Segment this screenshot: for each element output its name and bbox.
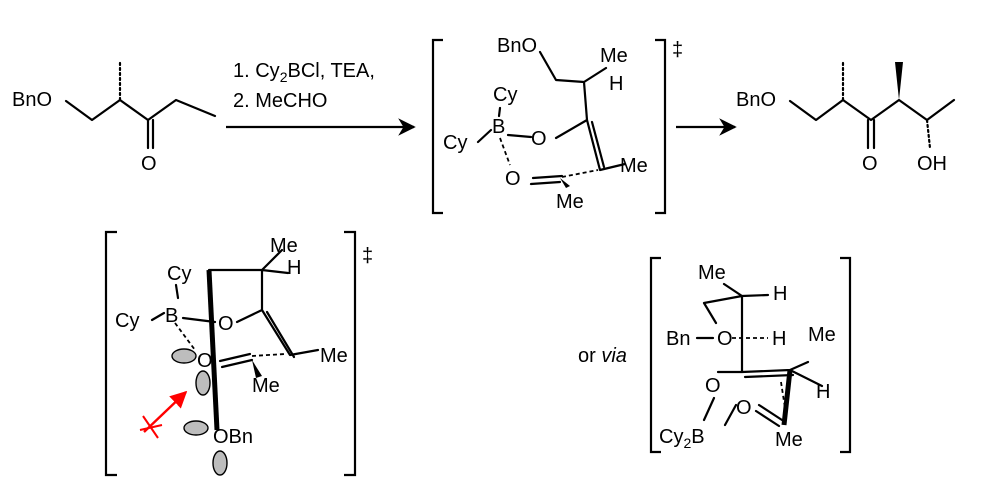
product-methyl-wedge bbox=[895, 62, 903, 100]
product-bno-label: BnO bbox=[736, 89, 776, 111]
ts-top-dagger: ‡ bbox=[672, 39, 683, 61]
ts-bl-me-below: Me bbox=[252, 375, 280, 397]
product-carbonyl-o: O bbox=[862, 153, 878, 175]
reactant-carbonyl-bond bbox=[146, 118, 155, 150]
ts-br-co-double bbox=[754, 403, 784, 428]
ts-bl-skeleton bbox=[150, 248, 320, 357]
ts-bl-front-bond bbox=[206, 269, 220, 431]
ts-bl-lone-pair-4 bbox=[212, 450, 228, 476]
ts-top-wedge bbox=[560, 178, 570, 188]
ts-bl-obn: OBn bbox=[213, 426, 253, 448]
ts-bl-me-right: Me bbox=[320, 345, 348, 367]
transition-state-bottom-right: or via Me H Bn O H Me O H O Cy2B Me bbox=[578, 256, 852, 454]
ts-br-h-right: H bbox=[816, 381, 830, 403]
product-skeleton bbox=[788, 98, 956, 122]
ts-top-me-bottom: Me bbox=[556, 191, 584, 213]
ts-top-boron: B bbox=[492, 116, 505, 138]
ts-bl-boron: B bbox=[165, 305, 178, 327]
ts-bl-dagger: ‡ bbox=[362, 245, 373, 267]
ts-bl-h: H bbox=[287, 257, 301, 279]
reactant-ketone: BnO O bbox=[12, 60, 217, 175]
ts-top-cy-left: Cy bbox=[443, 132, 467, 154]
ts-br-me-right: Me bbox=[808, 324, 836, 346]
ts-br-bn: Bn bbox=[666, 328, 690, 350]
ts-top-me-upper: Me bbox=[600, 45, 628, 67]
ts-bl-lone-pair-1 bbox=[171, 348, 197, 364]
conditions-step2: 2. MeCHO bbox=[233, 90, 327, 112]
transition-state-top: ‡ BnO Me H Cy Cy B O Me O Me bbox=[431, 35, 683, 215]
ts-br-me-bottom: Me bbox=[775, 429, 803, 451]
ts-top-double-bond bbox=[590, 120, 606, 169]
ts-bl-co-double bbox=[218, 352, 254, 369]
ts-bl-cy-upper: Cy bbox=[167, 263, 191, 285]
ts-top-bno: BnO bbox=[497, 35, 537, 57]
ts-bl-double-bond bbox=[265, 310, 296, 359]
ts-top-cy-upper: Cy bbox=[493, 84, 517, 106]
ts-br-o-bn: O bbox=[717, 328, 733, 350]
reactant-bno-label: BnO bbox=[12, 89, 52, 111]
ts-br-double-bond bbox=[743, 373, 795, 379]
product-aldol: BnO O OH bbox=[736, 60, 956, 175]
ts-top-right-bracket bbox=[655, 38, 667, 215]
ts-top-h: H bbox=[609, 73, 623, 95]
ts-top-ring-o: O bbox=[531, 128, 547, 150]
or-via-label: or via bbox=[578, 345, 627, 367]
transition-state-bottom-left: ‡ Me H Cy Cy B O O Me Me OBn bbox=[104, 230, 373, 477]
ts-bl-wedge bbox=[252, 360, 262, 378]
ts-top-left-bracket bbox=[431, 38, 443, 215]
ts-bl-lone-pair-2 bbox=[195, 370, 211, 396]
ts-bl-left-bracket bbox=[104, 230, 117, 477]
product-hydroxyl-hash bbox=[925, 118, 932, 150]
ts-bl-right-bracket bbox=[344, 230, 357, 477]
ts-bl-cy-left: Cy bbox=[115, 310, 139, 332]
product-carbonyl-bond bbox=[866, 118, 876, 150]
ts-bl-repulsion-cross bbox=[139, 415, 163, 439]
conditions-step1: 1. Cy2BCl, TEA, bbox=[233, 60, 375, 85]
ts-br-front-bond bbox=[781, 369, 793, 426]
reactant-skeleton bbox=[64, 98, 217, 122]
ts-br-right-bracket bbox=[840, 256, 852, 454]
ts-top-partial-bonds bbox=[499, 137, 599, 178]
ts-br-o-enol: O bbox=[705, 375, 721, 397]
reaction-conditions: 1. Cy2BCl, TEA, 2. MeCHO bbox=[226, 60, 416, 136]
ts-top-co-double bbox=[529, 180, 562, 186]
ts-top-me-right: Me bbox=[620, 155, 648, 177]
ts-br-h-top: H bbox=[773, 283, 787, 305]
ts-bl-repulsion-arrow bbox=[143, 390, 188, 433]
ts-br-h-mid: H bbox=[772, 328, 786, 350]
ts-bl-me-top: Me bbox=[270, 235, 298, 257]
ts-bl-ring-o: O bbox=[218, 313, 234, 335]
product-oh: OH bbox=[917, 153, 947, 175]
reactant-carbonyl-o: O bbox=[141, 153, 157, 175]
ts-br-me-top: Me bbox=[698, 262, 726, 284]
ts-br-o-aldehyde: O bbox=[736, 397, 752, 419]
ts-bl-partial-bonds bbox=[174, 322, 286, 357]
ts-top-skeleton bbox=[476, 50, 627, 180]
ts-br-left-bracket bbox=[649, 256, 661, 454]
ts-br-boron: Cy2B bbox=[659, 426, 705, 451]
ts-br-skeleton bbox=[695, 282, 824, 427]
ts-bl-aldehyde-o: O bbox=[197, 350, 213, 372]
ts-top-aldehyde-o: O bbox=[505, 168, 521, 190]
ts-bl-lone-pair-3 bbox=[183, 420, 209, 436]
